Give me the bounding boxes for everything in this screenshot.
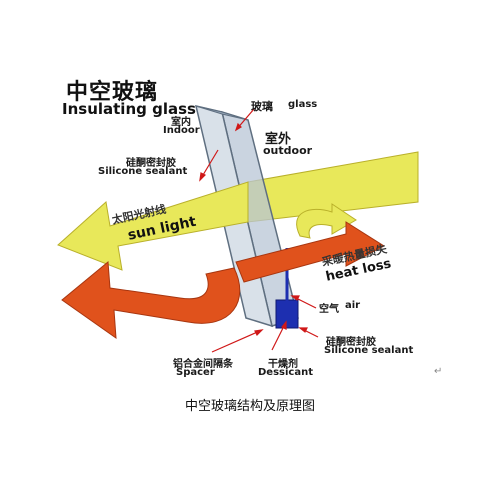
sun-light-arrow-icon	[57, 181, 249, 271]
sun-reflect-arrow-icon	[296, 203, 357, 239]
label-outdoor-en: outdoor	[263, 144, 313, 157]
return-mark-icon: ↵	[434, 366, 443, 377]
label-dessicant-zh: 干燥剂	[268, 359, 298, 370]
label-air-en: air	[345, 300, 361, 311]
label-spacer-zh: 铝合金间隔条	[173, 359, 233, 370]
label-spacer-en: Spacer	[176, 367, 215, 378]
label-glass-zh: 玻璃	[251, 100, 273, 113]
label-dessicant-en: Dessicant	[258, 367, 313, 378]
label-air-zh: 空气	[319, 304, 339, 315]
title-chinese: 中空玻璃	[66, 80, 159, 105]
label-sealant-bottom-zh: 硅酮密封胶	[326, 337, 376, 348]
label-indoor-zh: 室内	[171, 117, 191, 128]
label-indoor-en: Indoor	[163, 125, 200, 136]
label-sealant-bottom-en: Silicone sealant	[324, 345, 414, 356]
label-glass-en: glass	[288, 99, 318, 110]
heat-loss-arrow-right-icon	[235, 221, 385, 283]
heat-loss-arrow-icon	[61, 261, 241, 340]
glass-edge-top-icon	[195, 105, 249, 121]
label-sealant-top-zh: 硅酮密封胶	[126, 158, 176, 169]
pointer-lines	[199, 108, 319, 353]
label-sealant-top-en: Silicone sealant	[98, 166, 188, 177]
title-english: Insulating glass	[62, 100, 196, 118]
figure-caption: 中空玻璃结构及原理图	[184, 399, 315, 414]
label-outdoor-zh: 室外	[265, 132, 292, 147]
